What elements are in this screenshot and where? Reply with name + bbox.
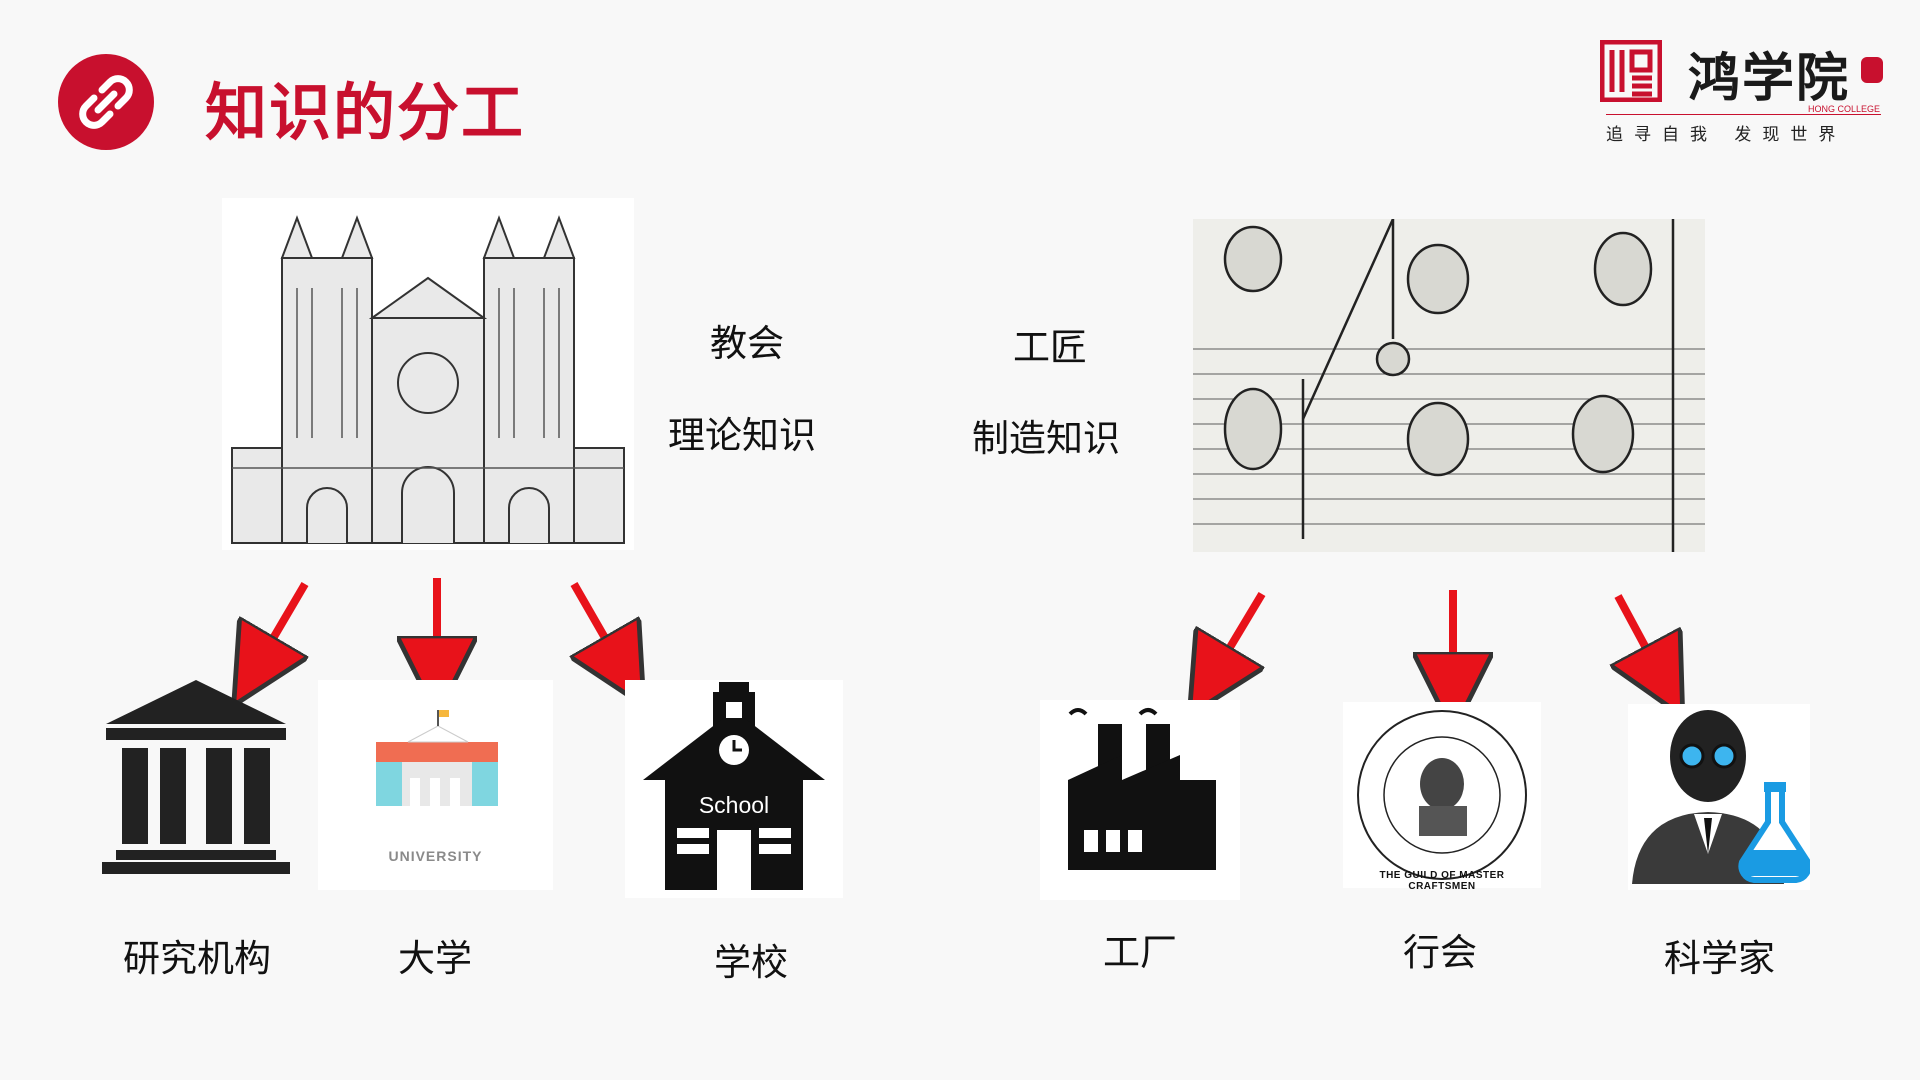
scientist-label: 科学家 <box>1664 937 1775 980</box>
institution-icon <box>100 676 292 874</box>
church-heading: 教会 <box>710 322 784 365</box>
making-knowledge-label: 制造知识 <box>972 417 1120 460</box>
logo-divider <box>1606 114 1881 115</box>
university-label: 大学 <box>398 937 472 980</box>
craftsman-heading: 工匠 <box>1013 326 1087 369</box>
logo-slogan: 追寻自我 发现世界 <box>1606 125 1847 145</box>
scientist-icon <box>1628 704 1812 890</box>
school-icon-text: School <box>698 792 770 818</box>
university-icon: UNIVERSITY <box>318 680 553 890</box>
university-icon-text: UNIVERSITY <box>388 848 483 864</box>
arrow-to-scientist <box>1618 594 1660 674</box>
guild-seal-icon: THE GUILD OF MASTER CRAFTSMEN <box>1343 702 1541 892</box>
cathedral-illustration <box>222 198 634 550</box>
logo-name: 鸿学院 <box>1688 48 1851 109</box>
arrow-to-school <box>574 582 620 664</box>
school-label: 学校 <box>714 941 788 984</box>
research-institution-label: 研究机构 <box>123 937 271 980</box>
guild-label: 行会 <box>1403 931 1477 974</box>
logo-stamp-icon <box>1861 57 1883 83</box>
guild-seal-text: THE GUILD OF MASTER CRAFTSMEN <box>1379 870 1505 892</box>
logo-seal-icon <box>1600 40 1662 102</box>
arrow-to-factory <box>1214 591 1266 674</box>
college-logo: 鸿学院 HONG COLLEGE 追寻自我 发现世界 <box>1600 36 1890 146</box>
link-icon <box>58 54 154 150</box>
medieval-craftsmen-illustration <box>1193 218 1705 552</box>
factory-label: 工厂 <box>1103 931 1177 974</box>
factory-icon <box>1040 700 1240 900</box>
page-title: 知识的分工 <box>205 76 526 149</box>
theory-knowledge-label: 理论知识 <box>668 414 816 457</box>
arrow-to-institution <box>258 581 305 664</box>
logo-english: HONG COLLEGE <box>1808 104 1881 114</box>
school-icon: School <box>625 680 843 898</box>
